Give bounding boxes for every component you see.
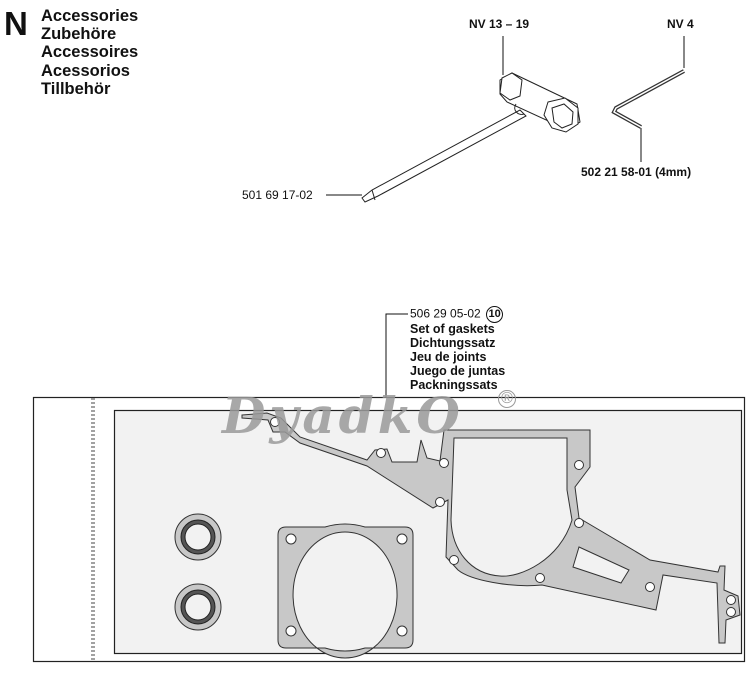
cylinder-gasket-icon bbox=[277, 523, 414, 659]
section-letter: N bbox=[4, 5, 28, 42]
quantity-badge: 10 bbox=[486, 306, 504, 323]
watermark-logo: DyadkO bbox=[222, 386, 464, 445]
section-title-es: Acessorios bbox=[41, 61, 130, 80]
hex-key-part-number: 502 21 58-01 (4mm) bbox=[581, 165, 692, 179]
crankcase-gasket-icon bbox=[241, 412, 741, 644]
gasket-name-en: Set of gaskets bbox=[410, 322, 495, 336]
hex-key-icon bbox=[611, 69, 685, 129]
gasket-set-part-line: 506 29 05-02 10 bbox=[410, 306, 504, 323]
gasket-name-de: Dichtungssatz bbox=[410, 336, 496, 350]
section-title-sv: Tillbehör bbox=[41, 79, 111, 98]
combination-wrench-icon bbox=[361, 72, 581, 203]
wrench-size-label: NV 13 – 19 bbox=[469, 17, 530, 31]
gasket-name-fr: Jeu de joints bbox=[410, 350, 487, 364]
section-title-en: Accessories bbox=[41, 7, 139, 25]
wrench-part-number: 501 69 17-02 bbox=[242, 188, 313, 202]
gasket-set-names: Set of gaskets Dichtungssatz Jeu de join… bbox=[410, 322, 505, 392]
gasket-name-sv: Packningssats bbox=[410, 378, 498, 392]
section-title-fr: Accessoires bbox=[41, 43, 139, 62]
hex-key-size-label: NV 4 bbox=[667, 17, 694, 31]
section-title-de: Zubehöre bbox=[41, 25, 117, 44]
oil-seal-icon bbox=[174, 513, 222, 561]
oil-seal-icon bbox=[174, 583, 222, 631]
section-titles: Accessories Zubehöre Accessoires Acessor… bbox=[41, 7, 138, 98]
gasket-set-part-number: 506 29 05-02 bbox=[410, 306, 481, 321]
leader-lines bbox=[326, 36, 685, 397]
registered-mark: ® bbox=[498, 390, 516, 408]
gasket-name-es: Juego de juntas bbox=[410, 364, 506, 378]
